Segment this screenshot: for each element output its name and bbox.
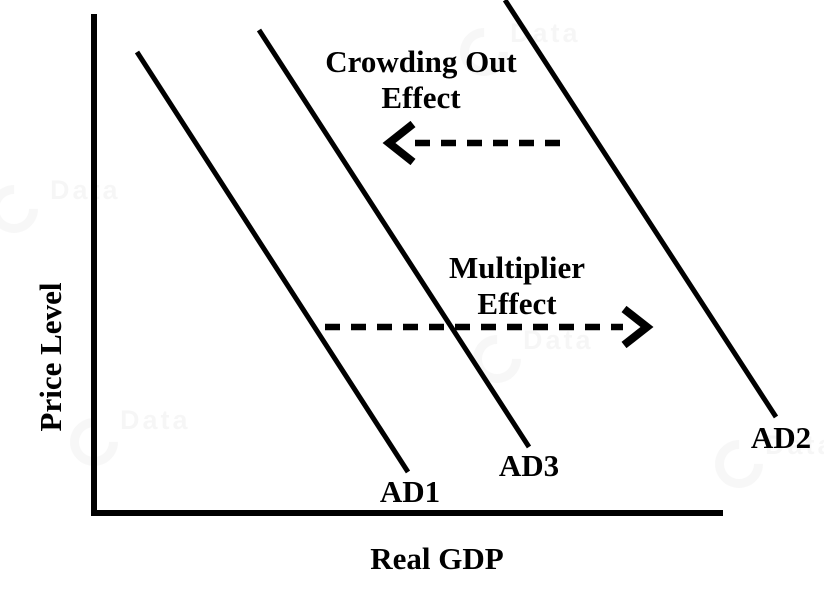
crowding-out-line1: Crowding Out [325, 44, 517, 79]
multiplier-line2: Effect [477, 286, 557, 321]
x-axis-label: Real GDP [370, 541, 504, 576]
multiplier-line1: Multiplier [448, 250, 586, 285]
y-axis-label: Price Level [33, 282, 68, 432]
ad1-curve-label: AD1 [379, 474, 441, 509]
ad2-curve-label: AD2 [750, 420, 812, 455]
crowding-out-line2: Effect [381, 80, 461, 115]
crowding-out-annotation: Crowding Out Effect [325, 44, 517, 116]
left-arrowhead-icon [382, 120, 416, 166]
multiplier-annotation: Multiplier Effect [449, 250, 585, 322]
ad2-curve [502, 0, 779, 419]
ad1-curve [134, 50, 411, 474]
ad3-curve [256, 28, 532, 449]
ad3-curve-label: AD3 [498, 448, 560, 483]
right-arrowhead-icon [621, 305, 654, 349]
